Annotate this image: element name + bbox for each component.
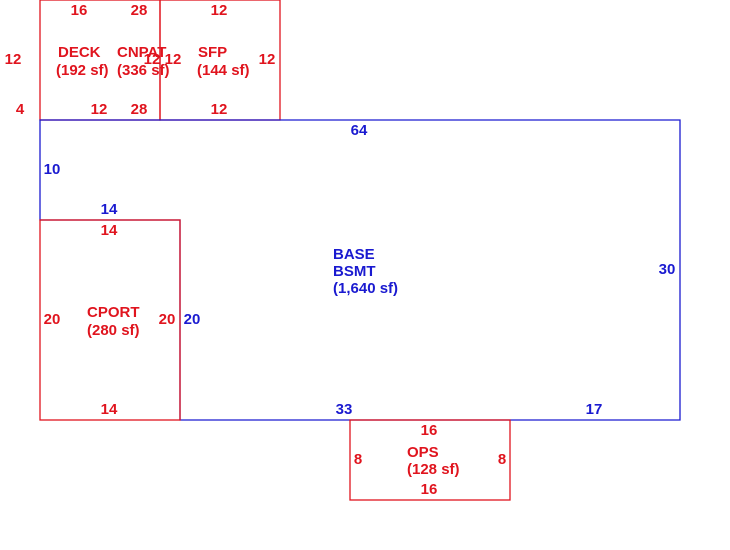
ops-area: (128 sf) xyxy=(407,461,460,478)
dim-label: 8 xyxy=(354,451,362,468)
deck-area: (192 sf) xyxy=(56,62,109,79)
dim-label: 10 xyxy=(44,161,61,178)
dim-label: 12 xyxy=(165,51,182,68)
bsmt-label: BSMT xyxy=(333,263,376,280)
sfp-label: SFP xyxy=(198,44,227,61)
dim-label: 14 xyxy=(101,222,118,239)
dim-label: 8 xyxy=(498,451,506,468)
cport-outline xyxy=(39,219,181,421)
dim-label: 28 xyxy=(131,101,148,118)
dim-label: 17 xyxy=(586,401,603,418)
dim-label: 4 xyxy=(16,101,25,118)
base-label: BASE xyxy=(333,246,375,263)
dim-label: 14 xyxy=(101,201,118,218)
dim-label: 64 xyxy=(351,122,368,139)
ops-label: OPS xyxy=(407,444,439,461)
cport-area: (280 sf) xyxy=(87,322,140,339)
cnpat-label: CNPAT xyxy=(117,44,166,61)
dim-label: 33 xyxy=(336,401,353,418)
sfp-area: (144 sf) xyxy=(197,62,250,79)
dim-label: 12 xyxy=(144,51,161,68)
dim-label: 14 xyxy=(101,401,118,418)
ops-outline xyxy=(349,419,511,501)
dim-label: 16 xyxy=(421,422,438,439)
dim-label: 16 xyxy=(71,2,88,19)
deck-label: DECK xyxy=(58,44,101,61)
dim-label: 30 xyxy=(659,261,676,278)
dim-label: 12 xyxy=(91,101,108,118)
dim-label: 12 xyxy=(259,51,276,68)
cnpat-area: (336 sf) xyxy=(117,62,170,79)
sketch-outlines xyxy=(39,0,681,501)
dim-label: 20 xyxy=(44,311,61,328)
dim-label: 16 xyxy=(421,481,438,498)
dim-label: 12 xyxy=(5,51,22,68)
dim-label: 20 xyxy=(159,311,176,328)
dim-label: 20 xyxy=(184,311,201,328)
dim-label: 12 xyxy=(211,2,228,19)
dim-label: 12 xyxy=(211,101,228,118)
base-area: (1,640 sf) xyxy=(333,280,398,297)
cport-label: CPORT xyxy=(87,304,140,321)
dim-label: 28 xyxy=(131,2,148,19)
